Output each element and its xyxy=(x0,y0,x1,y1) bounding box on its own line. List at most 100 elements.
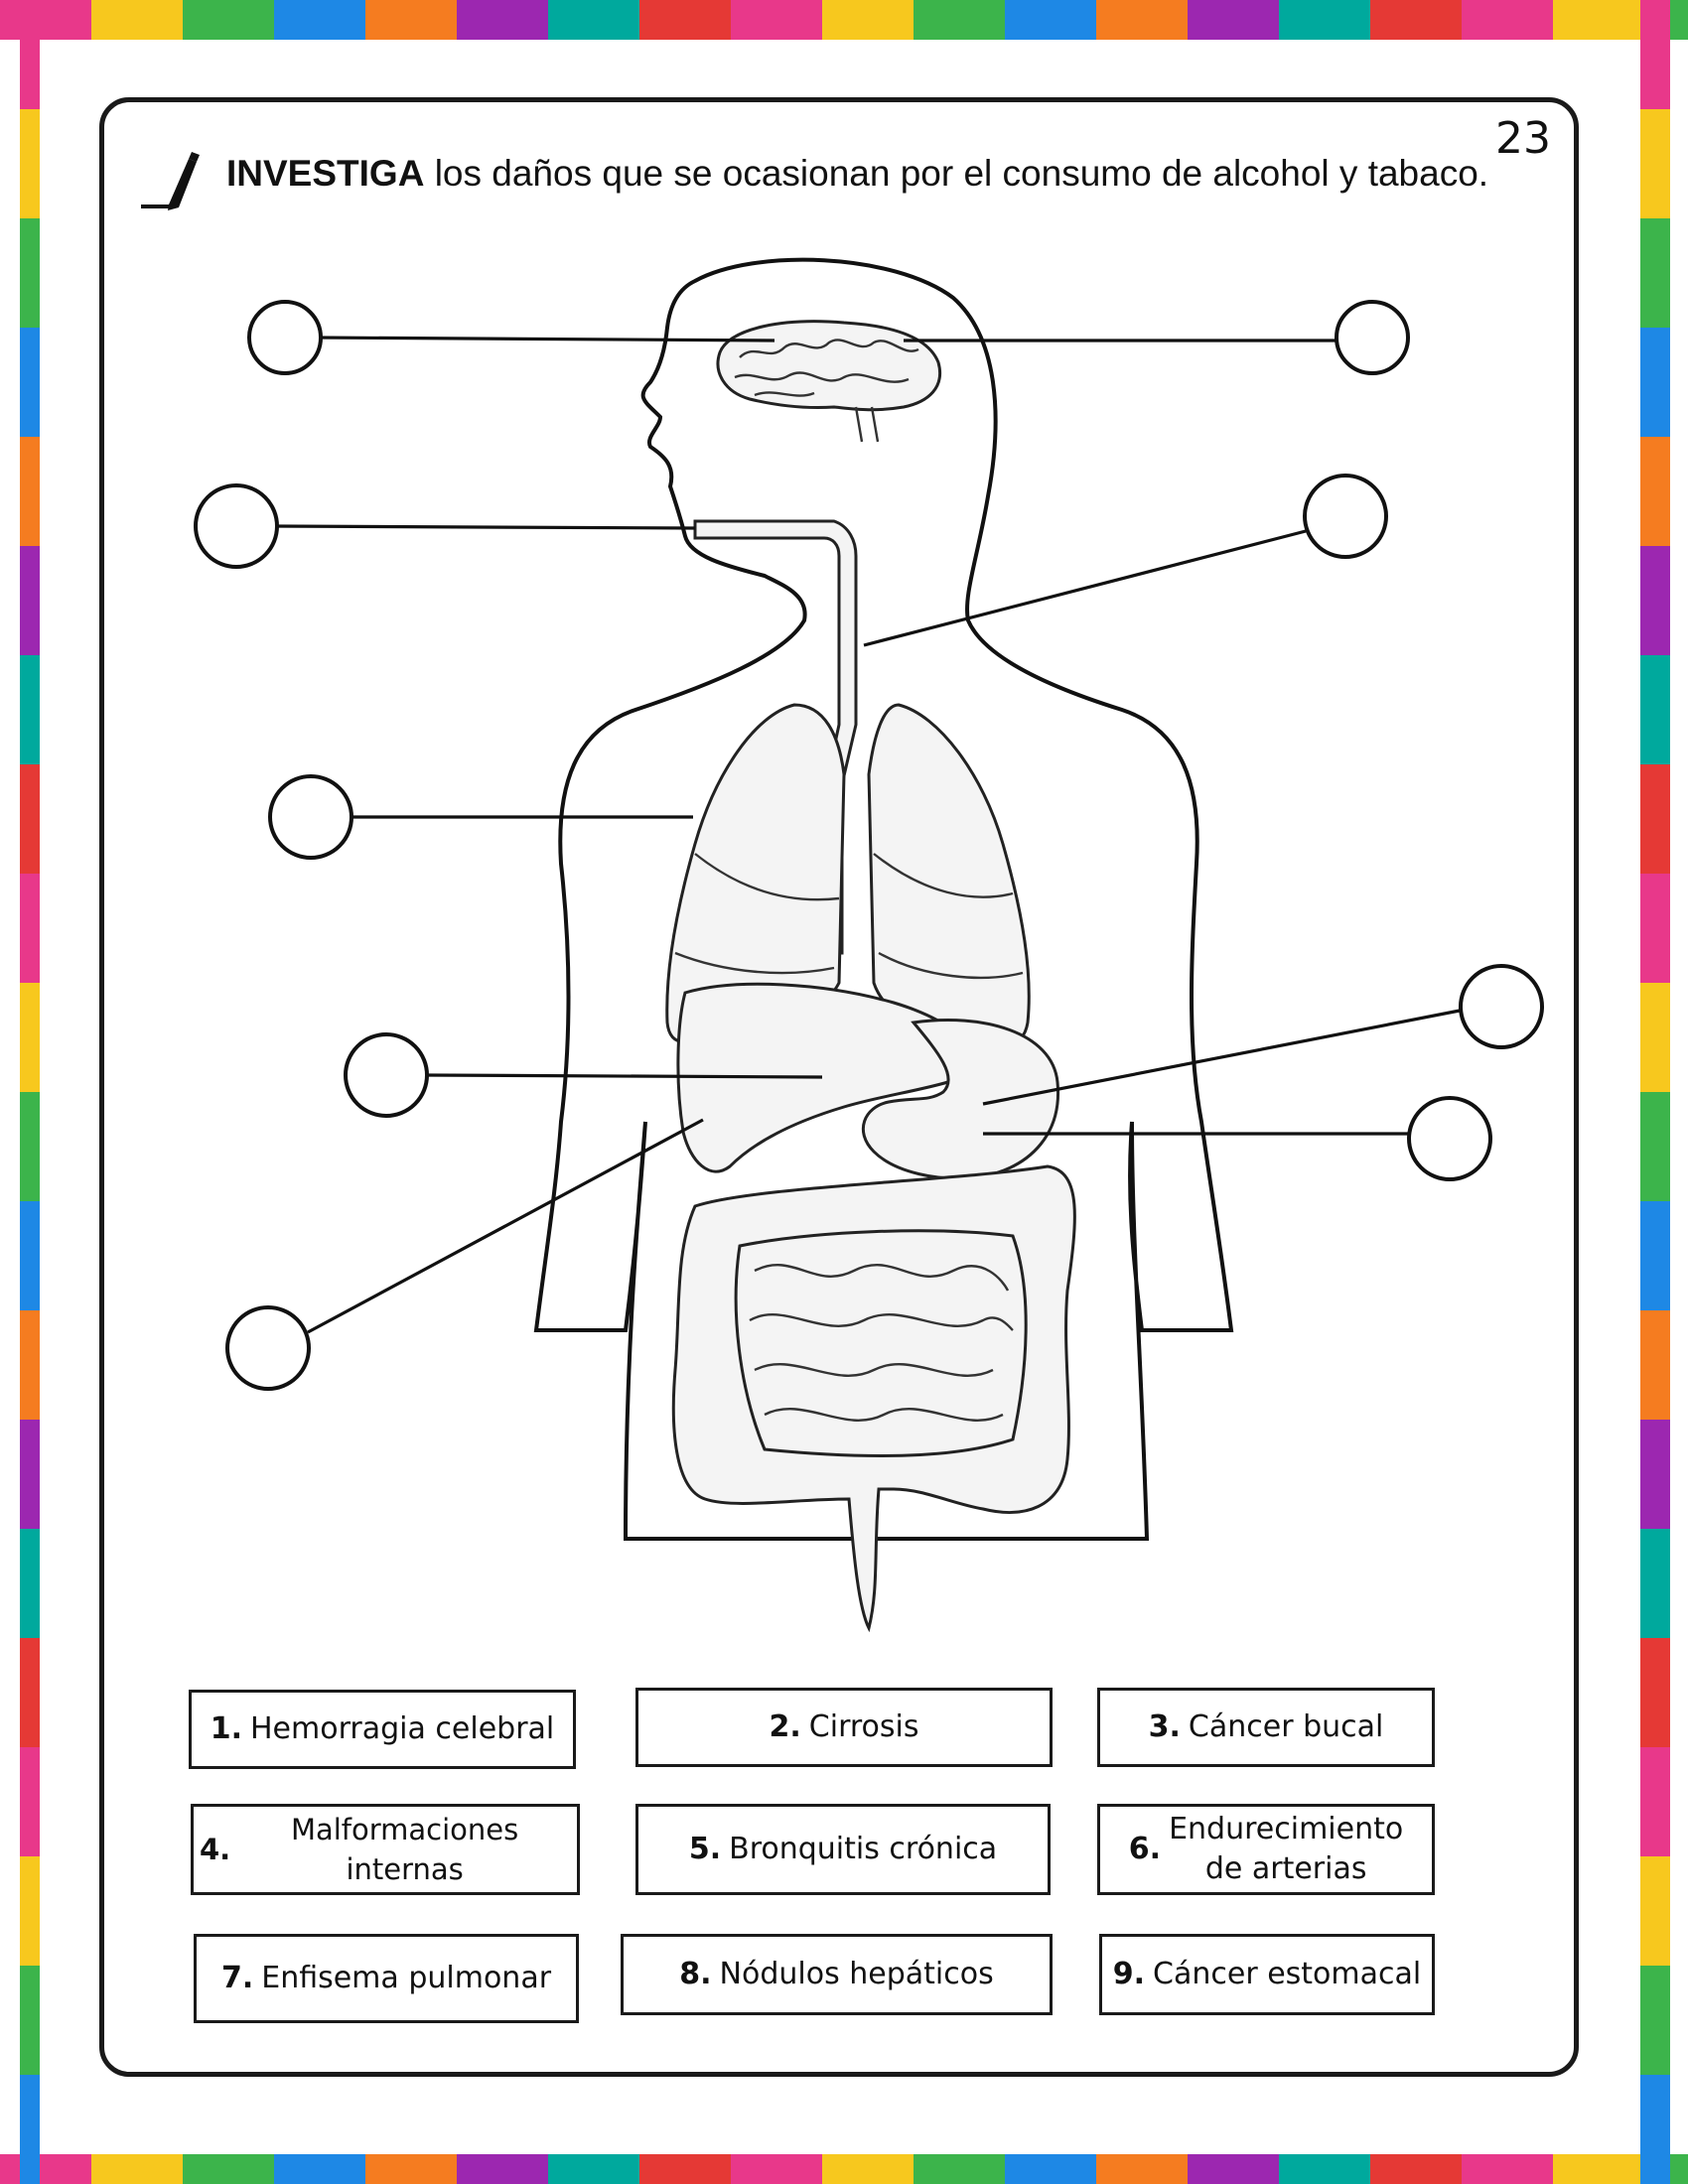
pencil-segment xyxy=(1279,0,1370,40)
pencil-segment xyxy=(1553,0,1644,40)
pencil-segment xyxy=(731,0,822,40)
pencil-segment xyxy=(20,1856,40,1966)
pencil-segment xyxy=(1553,2154,1644,2184)
pencil-segment xyxy=(1640,655,1670,764)
instruction-verb: INVESTIGA xyxy=(226,153,425,194)
pencil-segment xyxy=(20,983,40,1092)
pencil-segment xyxy=(20,1747,40,1856)
answer-circle-liver-lower[interactable] xyxy=(225,1305,311,1391)
pencil-segment xyxy=(0,0,91,40)
worksheet-frame xyxy=(99,97,1579,2077)
pencil-segment xyxy=(91,2154,183,2184)
pencil-segment xyxy=(1640,437,1670,546)
leader-line-4 xyxy=(863,529,1307,647)
pencil-segment xyxy=(183,0,274,40)
pencil-segment xyxy=(183,2154,274,2184)
answer-circle-liver[interactable] xyxy=(344,1032,429,1118)
answer-circle-mouth[interactable] xyxy=(194,483,279,569)
pencil-segment xyxy=(457,0,548,40)
pencil-segment xyxy=(20,655,40,764)
pencil-segment xyxy=(1096,0,1188,40)
pencil-icon xyxy=(141,152,200,210)
pencil-segment xyxy=(365,0,457,40)
leader-line-3 xyxy=(273,524,696,530)
pencil-segment xyxy=(548,2154,639,2184)
pencil-segment xyxy=(1370,0,1462,40)
answer-circle-lung[interactable] xyxy=(268,774,353,860)
pencil-segment xyxy=(20,1310,40,1420)
pencil-segment xyxy=(548,0,639,40)
option-box-3: 3.Cáncer bucal xyxy=(1097,1688,1435,1767)
pencil-segment xyxy=(1640,0,1670,109)
pencil-segment xyxy=(0,2154,91,2184)
pencil-segment xyxy=(274,2154,365,2184)
pencil-segment xyxy=(20,1201,40,1310)
stomach xyxy=(861,1019,1060,1180)
pencil-segment xyxy=(1640,1638,1670,1747)
pencil-segment xyxy=(1640,109,1670,218)
instruction-text: INVESTIGA los daños que se ocasionan por… xyxy=(226,151,1507,197)
option-box-2: 2.Cirrosis xyxy=(635,1688,1053,1767)
pencil-segment xyxy=(639,2154,731,2184)
brain xyxy=(716,320,941,443)
answer-circle-brain-left[interactable] xyxy=(247,300,323,375)
leader-line-1 xyxy=(315,336,775,342)
pencil-segment xyxy=(1096,2154,1188,2184)
pencil-segment xyxy=(639,0,731,40)
pencil-segment xyxy=(1640,874,1670,983)
answer-circle-brain-right[interactable] xyxy=(1335,300,1410,375)
small-intestine xyxy=(734,1229,1028,1458)
pencil-segment xyxy=(20,1420,40,1529)
pencil-segment xyxy=(1640,2075,1670,2184)
pencil-segment xyxy=(20,0,40,109)
pencil-segment xyxy=(1188,0,1279,40)
option-box-1: 1.Hemorragia celebral xyxy=(189,1690,576,1769)
option-box-6: 6.Endurecimiento de arterias xyxy=(1097,1804,1435,1895)
pencil-segment xyxy=(20,328,40,437)
pencil-segment xyxy=(1640,1966,1670,2075)
leader-line-7 xyxy=(424,1073,823,1079)
left-lung xyxy=(665,703,846,1044)
pencil-segment xyxy=(20,218,40,328)
pencil-segment xyxy=(1640,983,1670,1092)
pencil-segment xyxy=(274,0,365,40)
pencil-segment xyxy=(20,546,40,655)
pencil-segment xyxy=(1640,546,1670,655)
pencil-segment xyxy=(822,2154,914,2184)
pencil-segment xyxy=(20,764,40,874)
pencil-segment xyxy=(1370,2154,1462,2184)
pencil-segment xyxy=(1005,0,1096,40)
pencil-segment xyxy=(1188,2154,1279,2184)
pencil-segment xyxy=(1005,2154,1096,2184)
pencil-segment xyxy=(1640,1092,1670,1201)
pencil-segment xyxy=(1640,1310,1670,1420)
pencil-segment xyxy=(365,2154,457,2184)
pencil-segment xyxy=(1640,1420,1670,1529)
pencil-segment xyxy=(20,109,40,218)
pencil-segment xyxy=(914,2154,1005,2184)
leader-line-6 xyxy=(982,1009,1461,1106)
answer-circle-trachea[interactable] xyxy=(1303,474,1388,559)
pencil-segment xyxy=(1640,1529,1670,1638)
option-box-5: 5.Bronquitis crónica xyxy=(635,1804,1051,1895)
pencil-segment xyxy=(20,874,40,983)
pencil-segment xyxy=(20,1529,40,1638)
option-box-4: 4.Malformaciones internas xyxy=(191,1804,580,1895)
pencil-segment xyxy=(1640,1201,1670,1310)
pencil-segment xyxy=(20,1092,40,1201)
pencil-segment xyxy=(731,2154,822,2184)
pencil-segment xyxy=(1640,1856,1670,1966)
pencil-segment xyxy=(1279,2154,1370,2184)
pencil-segment xyxy=(914,0,1005,40)
answer-circle-stomach-upper[interactable] xyxy=(1459,964,1544,1049)
page-number: 23 xyxy=(1495,113,1551,164)
pencil-segment xyxy=(1640,764,1670,874)
answer-circle-stomach-lower[interactable] xyxy=(1407,1096,1492,1181)
pencil-segment xyxy=(822,0,914,40)
option-box-7: 7.Enfisema pulmonar xyxy=(194,1934,579,2023)
option-box-8: 8.Nódulos hepáticos xyxy=(621,1934,1053,2015)
instruction-body: los daños que se ocasionan por el consum… xyxy=(424,153,1489,194)
option-box-9: 9.Cáncer estomacal xyxy=(1099,1934,1435,2015)
